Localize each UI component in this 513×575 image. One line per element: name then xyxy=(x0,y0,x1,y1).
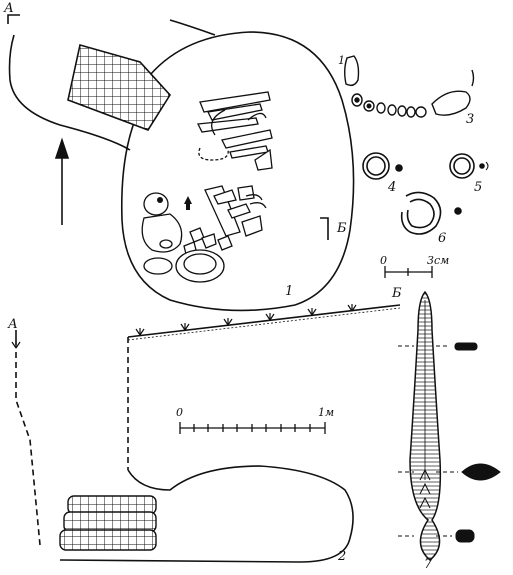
label-bead-1: 1 xyxy=(338,54,345,67)
label-b-section: Б xyxy=(391,286,402,301)
centimeter-scale xyxy=(384,266,433,278)
dagger xyxy=(409,290,442,561)
meter-scale xyxy=(179,422,326,434)
label-fig-2: 2 xyxy=(337,549,346,564)
labels: А Б 1 1 3 4 5 6 0 3см Б А 0 1м 2 7 xyxy=(3,1,482,572)
stone-slabs-section xyxy=(59,495,157,551)
label-fig-4: 4 xyxy=(387,180,396,195)
label-scale-small-end: 3см xyxy=(427,254,449,267)
skeleton-remains xyxy=(141,91,273,283)
grass-ticks xyxy=(11,304,357,349)
section-view xyxy=(11,304,401,563)
ring-4 xyxy=(362,152,403,180)
grave-pit-outline xyxy=(120,31,355,312)
ground-surface xyxy=(127,304,401,338)
label-a-top: А xyxy=(3,1,14,16)
dagger-cross-sections xyxy=(398,342,501,543)
pit-outline-outer xyxy=(8,34,131,151)
label-fig-6: 6 xyxy=(438,231,446,246)
label-fig-3: 3 xyxy=(466,112,474,127)
pit-outline-top xyxy=(169,19,216,36)
label-fig-7: 7 xyxy=(424,557,433,570)
label-scale-large-start: 0 xyxy=(176,406,183,419)
pendant-elongated xyxy=(344,55,360,87)
label-b-plan: Б xyxy=(336,221,347,236)
ring-5 xyxy=(449,153,489,179)
label-scale-small-start: 0 xyxy=(380,254,387,267)
section-marker-a-top xyxy=(7,14,20,24)
label-a-section: А xyxy=(7,317,18,332)
north-arrow xyxy=(54,137,70,225)
artifact-dots-plan xyxy=(157,196,192,210)
plan-view xyxy=(7,14,355,312)
stone-slab-plan xyxy=(67,43,172,131)
ring-6 xyxy=(400,191,462,235)
grave-section-outline xyxy=(59,465,354,563)
beads-necklace xyxy=(344,55,475,118)
label-fig-5: 5 xyxy=(474,180,482,195)
pendant-oval xyxy=(431,90,471,116)
label-fig-1: 1 xyxy=(285,284,293,299)
label-scale-large-end: 1м xyxy=(318,406,334,419)
section-marker-b-plan xyxy=(320,217,329,240)
